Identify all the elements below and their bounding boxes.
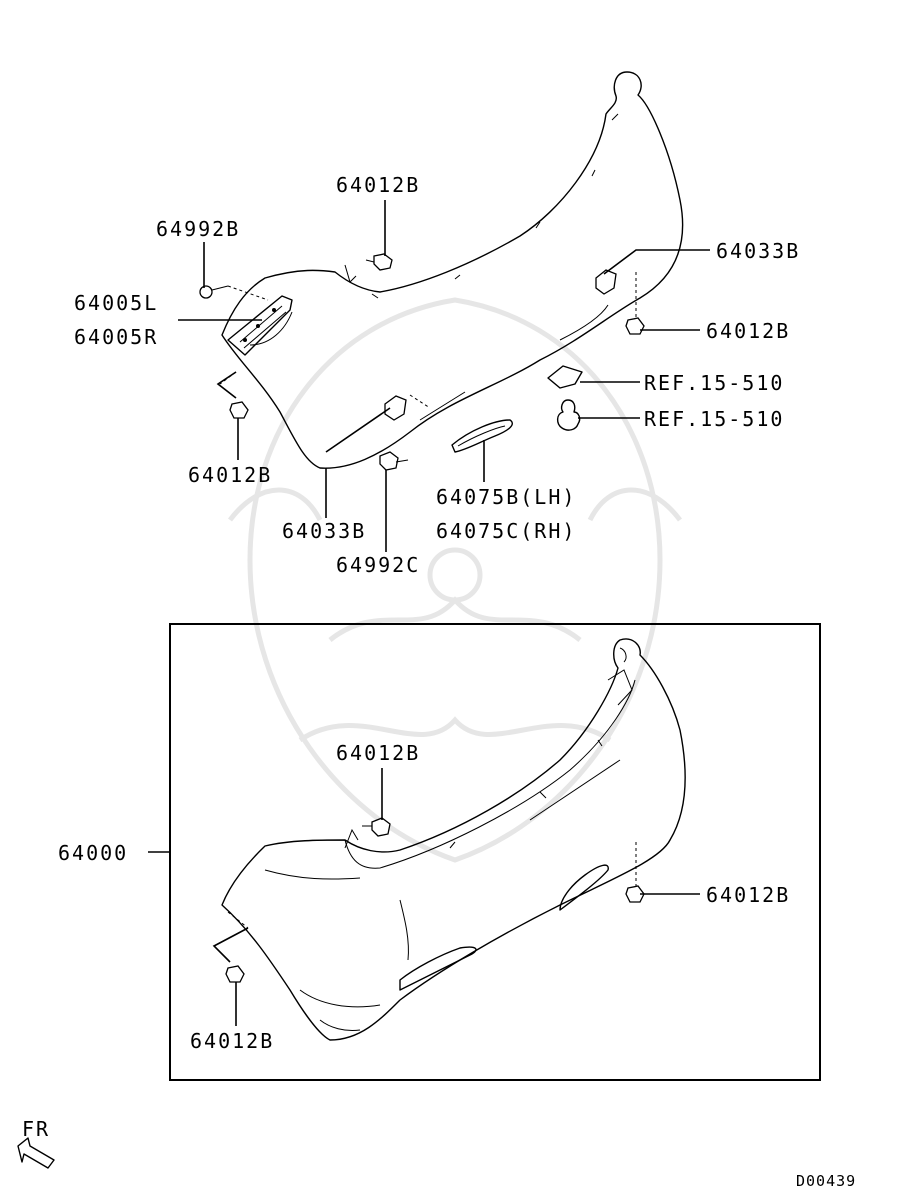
- clip-icon-left-upper: [229, 401, 249, 419]
- label-ref-2: REF.15-510: [644, 407, 784, 431]
- label-ref-1: REF.15-510: [644, 371, 784, 395]
- label-clip-right-upper: 64012B: [706, 319, 790, 343]
- screw-icon-upper: [199, 285, 229, 299]
- watermark-emblem: [228, 297, 682, 863]
- label-clip-left-lower: 64012B: [190, 1029, 274, 1053]
- ref-bracket-part: [547, 365, 583, 389]
- label-retainer-center: 64033B: [282, 519, 366, 543]
- label-clip-right-lower: 64012B: [706, 883, 790, 907]
- retainer-center-part: [384, 395, 407, 421]
- clip-icon-top-upper: [365, 253, 393, 271]
- label-retainer-right: 64033B: [716, 239, 800, 263]
- label-clip-left-upper: 64012B: [188, 463, 272, 487]
- label-bracket-r: 64005R: [74, 325, 158, 349]
- label-screw-upper: 64992B: [156, 217, 240, 241]
- label-top-clip-upper: 64012B: [336, 173, 420, 197]
- label-bracket-l: 64005L: [74, 291, 158, 315]
- label-bumper-assy: 64000: [58, 841, 128, 865]
- label-clip-top-lower: 64012B: [336, 741, 420, 765]
- clip-icon-right-lower: [625, 885, 645, 903]
- label-screw-lower: 64992C: [336, 553, 420, 577]
- ref-clip-part: [556, 399, 581, 431]
- retainer-right-part: [595, 269, 617, 295]
- clip-icon-top-lower: [362, 817, 391, 837]
- bumper-assy-part: [221, 638, 686, 1041]
- diagram-code: D00439: [796, 1172, 856, 1187]
- clip-icon-left-lower: [225, 965, 245, 983]
- clip-icon-right-upper: [625, 317, 645, 335]
- side-bracket-part: [227, 295, 293, 356]
- label-reflector-lh: 64075B(LH): [436, 485, 576, 509]
- reflector-part: [451, 419, 513, 453]
- screw-icon-lower: [379, 451, 409, 471]
- direction-label: FR: [22, 1117, 50, 1141]
- bumper-assy-frame: [169, 623, 821, 1081]
- label-reflector-rh: 64075C(RH): [436, 519, 576, 543]
- front-direction-arrow-icon: [17, 1137, 55, 1169]
